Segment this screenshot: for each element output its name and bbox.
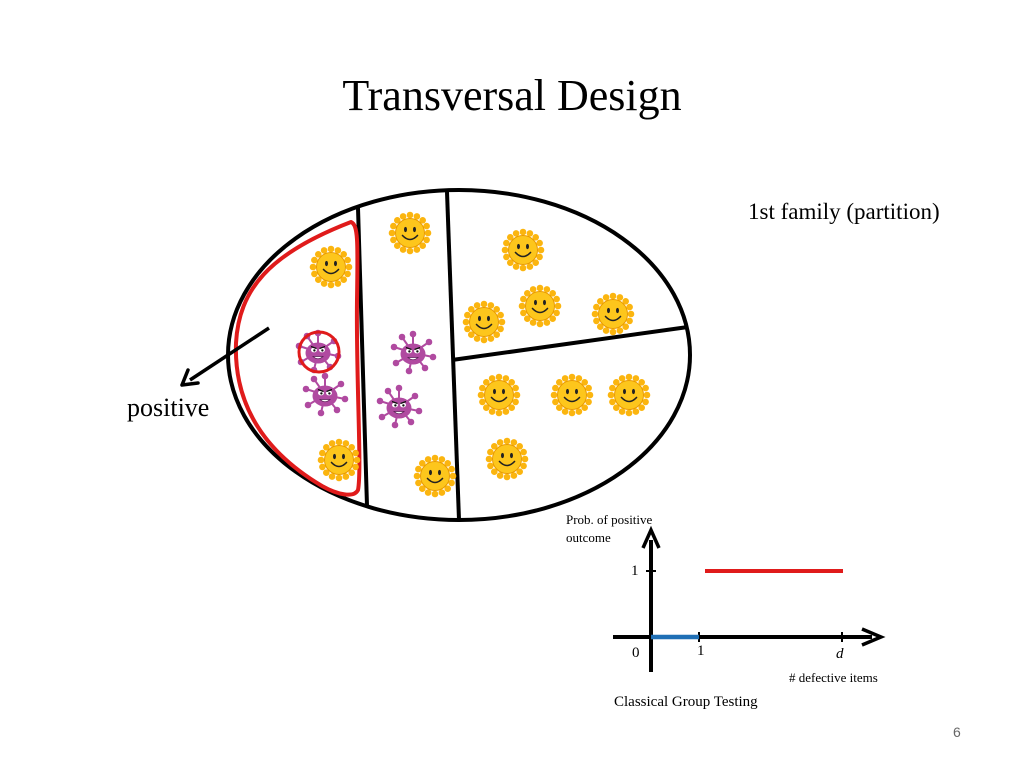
smiley-sun-icon (517, 283, 563, 329)
highlight-circle (297, 330, 341, 374)
step-plot (613, 525, 886, 672)
smiley-sun-icon (484, 436, 530, 482)
smiley-sun-icon (500, 227, 546, 273)
virus-icon (376, 384, 423, 429)
smiley-sun-icon (461, 299, 507, 345)
plot-caption: Classical Group Testing (614, 694, 758, 710)
smiley-sun-icon (590, 291, 636, 337)
plot-x-label: # defective items (789, 670, 878, 685)
positive-group-outline (233, 220, 362, 497)
plot-tick-x-0: 0 (632, 645, 640, 661)
positive-label: positive (127, 393, 210, 422)
plot-y-label: Prob. of positive outcome (566, 511, 686, 547)
x-axis-arrowhead (861, 627, 886, 647)
smiley-sun-icon (387, 210, 433, 256)
positive-arrow (180, 326, 270, 387)
plot-y-label-line1: Prob. of positive (566, 512, 653, 527)
partition-line (445, 191, 461, 521)
virus-icon (390, 330, 437, 375)
smiley-sun-icon (476, 372, 522, 418)
page-number: 6 (953, 724, 961, 740)
slide-title: Transversal Design (342, 71, 682, 120)
plot-y-label-line2: outcome (566, 530, 611, 545)
partition-line (451, 325, 689, 362)
partition-line (356, 207, 369, 507)
plot-tick-x-d: d (836, 646, 844, 662)
smiley-sun-icon (308, 244, 354, 290)
smiley-sun-icon (316, 437, 362, 483)
y-axis-arrowhead (641, 525, 661, 549)
smiley-sun-icon (412, 453, 458, 499)
smiley-sun-icon (549, 372, 595, 418)
smiley-sun-icon (606, 372, 652, 418)
plot-tick-x-1: 1 (697, 643, 705, 659)
family-label: 1st family (partition) (748, 199, 940, 224)
plot-tick-y-1: 1 (631, 563, 639, 579)
virus-icon (302, 372, 349, 417)
